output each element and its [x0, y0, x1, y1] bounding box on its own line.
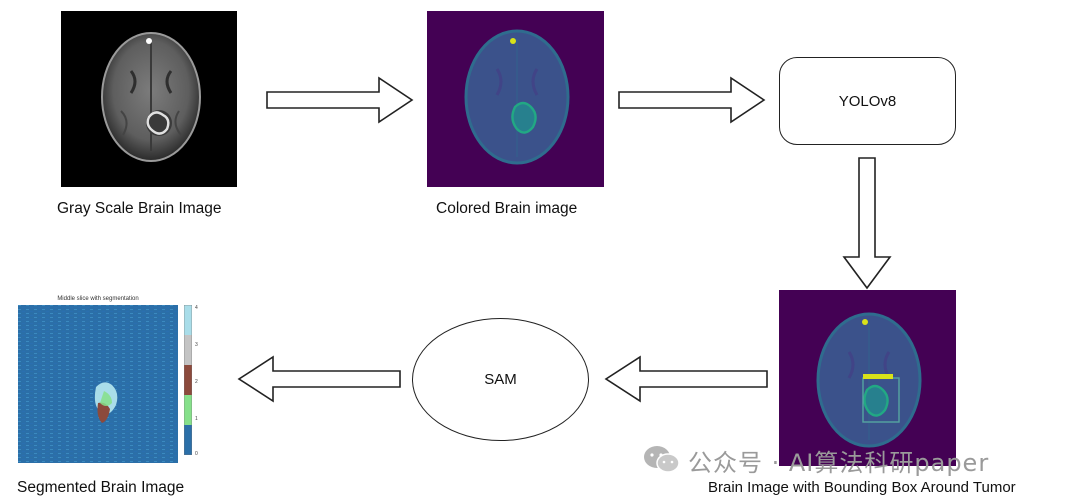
yolo-node: YOLOv8 — [779, 57, 956, 145]
segmented-brain-image: Middle slice with segmentation 4 3 2 1 0 — [14, 291, 222, 466]
watermark-text: 公众号 · AI算法科研paper — [688, 448, 990, 477]
sam-node: SAM — [412, 318, 589, 441]
gray-brain-image — [61, 11, 237, 187]
colorbar-tick: 1 — [195, 416, 198, 422]
colorbar-tick: 2 — [195, 379, 198, 385]
colorbar-tick: 0 — [195, 451, 198, 457]
watermark: 公众号 · AI算法科研paper — [642, 442, 989, 478]
edge-gray-to-colored — [266, 76, 414, 124]
wechat-icon — [644, 446, 680, 473]
edge-colored-to-yolo — [618, 76, 766, 124]
segmented-plot-title: Middle slice with segmentation — [57, 296, 139, 302]
colorbar-tick: 4 — [195, 305, 198, 311]
edge-sam-to-segmented — [237, 355, 401, 403]
colored-brain-image — [427, 11, 604, 187]
colorbar-tick: 3 — [195, 342, 198, 348]
colored-image-caption: Colored Brain image — [436, 200, 578, 217]
edge-yolo-to-bbox — [842, 157, 892, 290]
bbox-brain-image — [779, 290, 956, 466]
edge-bbox-to-sam — [604, 355, 768, 403]
bbox-image-caption: Brain Image with Bounding Box Around Tum… — [708, 479, 1016, 496]
segmented-image-caption: Segmented Brain Image — [17, 479, 185, 496]
gray-image-caption: Gray Scale Brain Image — [57, 200, 222, 217]
